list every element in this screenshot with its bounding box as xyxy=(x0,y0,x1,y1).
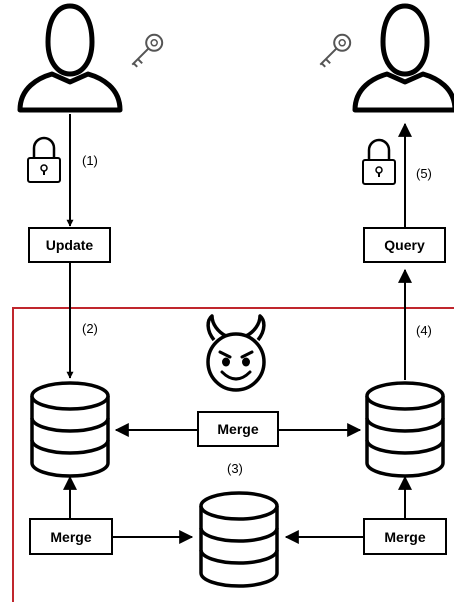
update-label: Update xyxy=(46,237,94,253)
right-key-icon xyxy=(319,33,352,68)
query-node: Query xyxy=(363,227,446,263)
step-label-1: (1) xyxy=(82,153,98,168)
merge-top-label: Merge xyxy=(217,421,258,437)
merge-right-node: Merge xyxy=(363,518,447,555)
devil-icon xyxy=(206,314,266,392)
step-label-2: (2) xyxy=(82,321,98,336)
step-label-4: (4) xyxy=(416,323,432,338)
database-left-icon xyxy=(30,381,110,478)
merge-top-node: Merge xyxy=(197,411,279,447)
right-lock-icon xyxy=(362,138,396,185)
right-user-icon xyxy=(352,3,454,113)
query-label: Query xyxy=(384,237,425,253)
database-center-icon xyxy=(199,491,279,588)
step-label-3: (3) xyxy=(227,461,243,476)
step-label-5: (5) xyxy=(416,166,432,181)
left-user-icon xyxy=(17,3,123,113)
left-key-icon xyxy=(131,33,164,68)
server-boundary xyxy=(12,307,454,602)
update-node: Update xyxy=(28,227,111,263)
merge-right-label: Merge xyxy=(384,529,425,545)
merge-left-node: Merge xyxy=(29,518,113,555)
merge-left-label: Merge xyxy=(50,529,91,545)
left-lock-icon xyxy=(27,136,61,183)
database-right-icon xyxy=(365,381,445,478)
